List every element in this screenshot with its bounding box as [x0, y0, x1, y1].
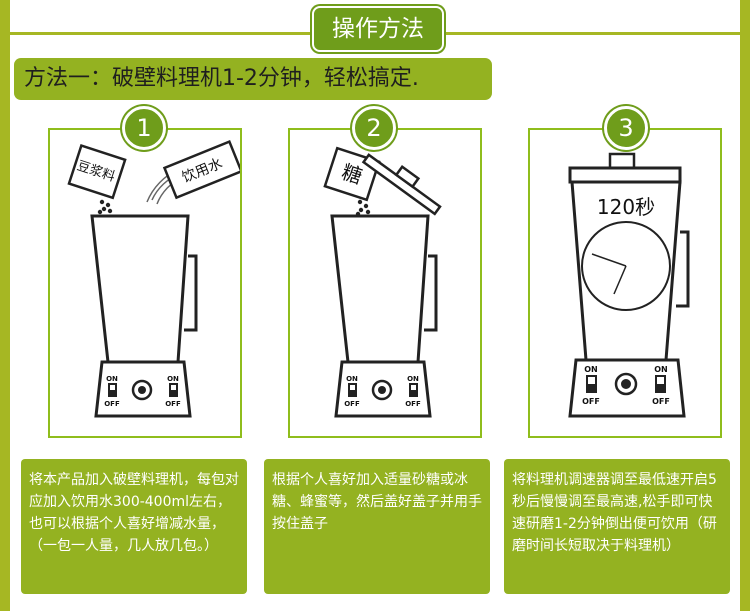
switch-on-right: ON [167, 375, 179, 383]
step-2-number: 2 [352, 106, 396, 150]
blender-illustration-3: 120秒 ON OFF ON OFF [568, 152, 690, 418]
step-3-panel: 120秒 ON OFF ON OFF [528, 128, 722, 438]
blender-illustration-1: 豆浆料 饮用水 ON OFF ON OFF [67, 140, 240, 418]
step-1-panel: 豆浆料 饮用水 ON OFF ON OFF [48, 128, 242, 438]
step-3-description: 将料理机调速器调至最低速开启5秒后慢慢调至最高速,松手即可快速研磨1-2分钟倒出… [504, 459, 730, 594]
switch-off-left: OFF [344, 400, 360, 408]
switch-on-right: ON [407, 375, 419, 383]
method-title: 方法一：破壁料理机1-2分钟，轻松搞定. [14, 58, 492, 100]
right-border [740, 0, 750, 611]
page-title: 操作方法 [312, 6, 444, 52]
timer-text: 120秒 [597, 195, 655, 219]
blender-illustration-2: 糖 ON OFF ON OFF [323, 146, 442, 418]
switch-off-left: OFF [104, 400, 120, 408]
switch-on-right: ON [654, 365, 668, 374]
switch-on-left: ON [584, 365, 598, 374]
switch-on-left: ON [346, 375, 358, 383]
step-2-description: 根据个人喜好加入适量砂糖或冰糖、蜂蜜等，然后盖好盖子并用手按住盖子 [264, 459, 490, 594]
switch-on-left: ON [106, 375, 118, 383]
step-3-number: 3 [604, 106, 648, 150]
left-border [0, 0, 10, 611]
switch-off-right: OFF [405, 400, 421, 408]
switch-off-right: OFF [652, 397, 670, 406]
step-1-description: 将本产品加入破壁料理机，每包对应加入饮用水300-400ml左右，也可以根据个人… [21, 459, 247, 594]
switch-off-left: OFF [582, 397, 600, 406]
step-2-panel: 糖 ON OFF ON OFF [288, 128, 482, 438]
step-1-number: 1 [122, 106, 166, 150]
switch-off-right: OFF [165, 400, 181, 408]
